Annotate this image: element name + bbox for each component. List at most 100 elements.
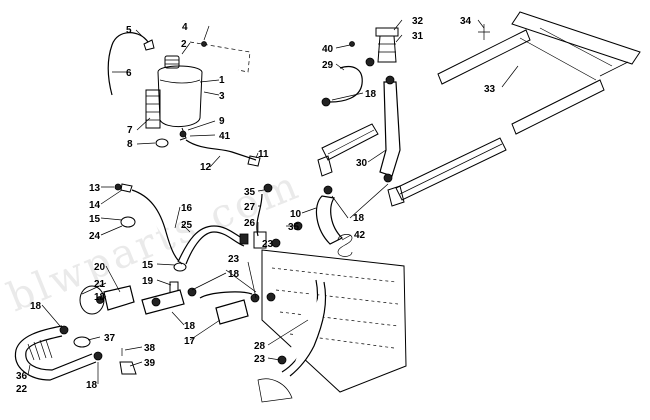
label-21: 21 xyxy=(94,279,106,290)
label-19: 19 xyxy=(142,276,154,287)
clamp-23 xyxy=(271,238,281,248)
label-2: 2 xyxy=(181,39,187,50)
label-27: 27 xyxy=(244,202,256,213)
fitting-14 xyxy=(120,183,133,193)
hx-left-outlet xyxy=(317,155,333,177)
clamp-25 xyxy=(239,233,249,245)
label-31: 31 xyxy=(412,31,424,42)
tank-hose xyxy=(185,139,257,161)
hose-clamp-11 xyxy=(247,155,261,167)
frame-cross xyxy=(519,27,613,81)
frame-end xyxy=(599,61,629,77)
label-30: 30 xyxy=(356,158,368,169)
frame-group xyxy=(437,11,641,135)
heat-exchanger-right xyxy=(395,137,507,201)
overflow-hose xyxy=(107,32,149,96)
label-15b: 15 xyxy=(142,260,154,271)
hx-right-outlet xyxy=(387,185,405,207)
label-41: 41 xyxy=(219,131,231,142)
label-34: 34 xyxy=(460,16,472,27)
label-42: 42 xyxy=(354,230,366,241)
label-40: 40 xyxy=(322,44,334,55)
label-14: 14 xyxy=(89,200,101,211)
upper-right-group xyxy=(317,27,507,207)
label-7: 7 xyxy=(127,125,133,136)
clamp-18j xyxy=(383,173,393,183)
tank-seam xyxy=(159,79,201,84)
hose-link xyxy=(199,291,253,299)
hose-28-inner xyxy=(289,281,327,377)
label-23: 23 xyxy=(228,254,240,265)
label-22: 22 xyxy=(16,384,28,395)
label-13: 13 xyxy=(89,183,101,194)
label-35a: 35 xyxy=(244,187,256,198)
clamp-13 xyxy=(114,183,122,191)
label-18g: 18 xyxy=(353,213,365,224)
label-28: 28 xyxy=(254,341,266,352)
label-18e: 18 xyxy=(228,269,240,280)
center-group xyxy=(253,183,407,403)
frame-left-rail xyxy=(437,29,531,85)
clamp-29 xyxy=(365,57,375,67)
fitting-clamp xyxy=(179,130,187,138)
tank-cap-ribs xyxy=(165,59,179,65)
clamp-18g xyxy=(93,351,103,361)
clamp-18i xyxy=(385,75,395,85)
hx-right-line xyxy=(399,143,503,195)
hose-30 xyxy=(379,81,401,177)
label-11: 11 xyxy=(258,149,269,160)
label-4: 4 xyxy=(182,22,188,33)
label-29: 29 xyxy=(322,60,334,71)
hose-10 xyxy=(315,195,344,245)
expansion-tank-group xyxy=(107,32,261,167)
tube-17-left xyxy=(141,289,185,315)
hose-clamp xyxy=(143,39,155,51)
label-18c: 18 xyxy=(86,380,98,391)
label-23c: 23 xyxy=(254,354,266,365)
label-5: 5 xyxy=(126,25,132,36)
label-3: 3 xyxy=(219,91,225,102)
label-23b: 23 xyxy=(262,239,274,250)
screw-40 xyxy=(349,41,355,47)
label-37: 37 xyxy=(104,333,116,344)
label-9: 9 xyxy=(219,116,225,127)
label-39: 39 xyxy=(144,358,156,369)
filler-cap-32 xyxy=(375,27,399,37)
hose-29 xyxy=(329,65,363,103)
label-17: 17 xyxy=(184,336,196,347)
bracket-39 xyxy=(119,361,137,375)
expansion-tank xyxy=(157,65,203,127)
label-10: 10 xyxy=(290,209,302,220)
outlet-fitting xyxy=(257,378,293,403)
clamp-18e xyxy=(266,292,276,302)
fitting-26 xyxy=(253,231,267,249)
coupler-21 xyxy=(79,285,105,315)
label-24: 24 xyxy=(89,231,101,242)
hose-20 xyxy=(103,285,135,311)
clamp-18d xyxy=(250,293,260,303)
heat-exchanger-left xyxy=(321,123,379,161)
clamp-18f xyxy=(59,325,69,335)
label-18b: 18 xyxy=(30,301,42,312)
tank-cap xyxy=(164,55,180,69)
label-35b: 35 xyxy=(288,222,300,233)
label-32: 32 xyxy=(412,16,424,27)
bracket-screw xyxy=(201,41,207,47)
label-25: 25 xyxy=(181,220,193,231)
clamp-18h xyxy=(323,185,333,195)
screw-34 xyxy=(478,24,490,40)
label-15: 15 xyxy=(89,214,101,225)
clamp-18b xyxy=(151,297,161,307)
part-labels: 1 2 3 4 5 6 7 8 9 41 11 12 13 14 15 24 1… xyxy=(16,16,496,395)
label-8: 8 xyxy=(127,139,133,150)
label-18h: 18 xyxy=(365,89,377,100)
label-33: 33 xyxy=(484,84,496,95)
clamp-18c xyxy=(187,287,197,297)
elbow-ribs xyxy=(27,339,53,361)
label-12: 12 xyxy=(200,162,212,173)
label-6: 6 xyxy=(126,68,132,79)
clamp-8 xyxy=(155,138,169,148)
clamp-29b xyxy=(321,97,331,107)
decal-lines xyxy=(146,95,160,121)
